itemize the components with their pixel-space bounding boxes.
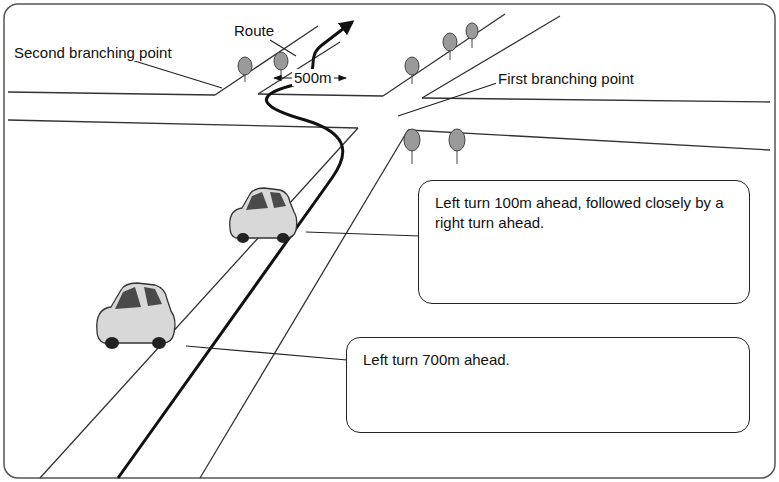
route-label: Route	[232, 22, 276, 39]
route-line	[118, 22, 352, 478]
dimension-label: 500m	[292, 69, 334, 86]
callout-text: Left turn 700m ahead.	[363, 350, 733, 370]
trees	[238, 23, 478, 164]
roads	[8, 14, 770, 478]
frame	[4, 4, 775, 478]
callout-balloon: Left turn 700m ahead.	[346, 337, 750, 433]
car	[97, 283, 175, 349]
car	[230, 188, 297, 243]
callout-text: Left turn 100m ahead, followed closely b…	[435, 193, 733, 234]
branch-label: Second branching point	[12, 44, 174, 61]
callout-balloon: Left turn 100m ahead, followed closely b…	[418, 180, 750, 304]
branch-label: First branching point	[496, 70, 636, 87]
